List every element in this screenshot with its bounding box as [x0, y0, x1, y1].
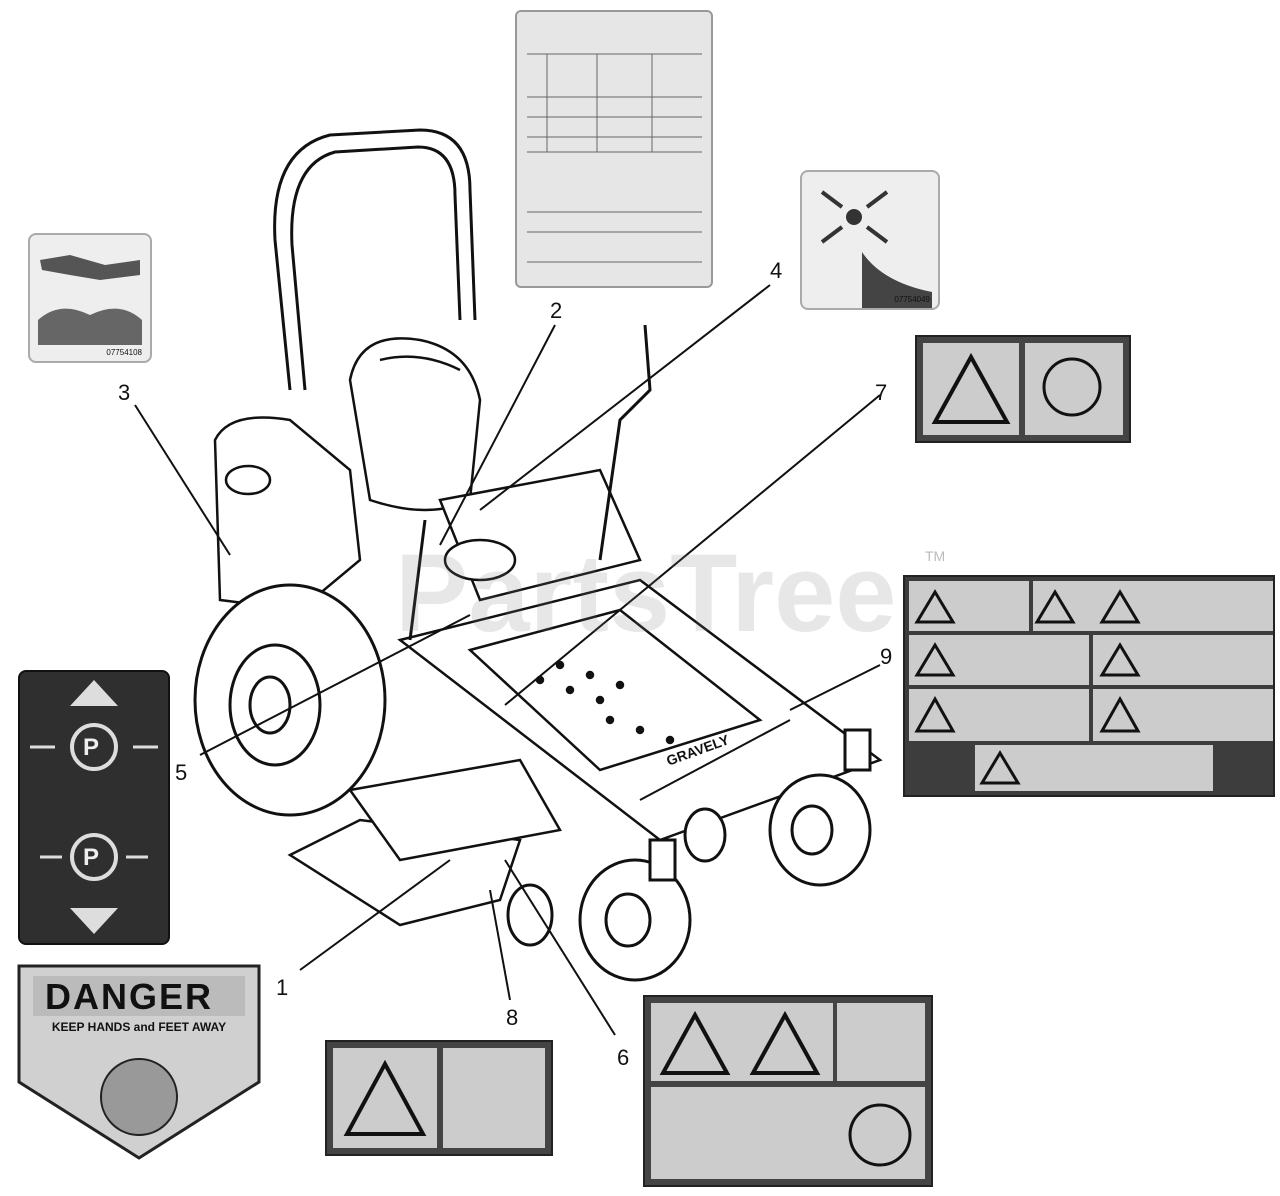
- callout-6: 6: [617, 1045, 630, 1070]
- safety-symbols-grid: [909, 581, 1273, 791]
- warning-decal-6: [643, 995, 933, 1187]
- seat: [348, 337, 482, 512]
- warning-triangle-icon: [923, 343, 1123, 435]
- danger-title: DANGER: [45, 976, 214, 1017]
- callout-1: 1: [276, 975, 289, 1000]
- rear-wheel: [193, 583, 387, 817]
- parking-symbol-top: P: [83, 734, 100, 761]
- callout-5: 5: [175, 760, 188, 785]
- danger-decal: DANGER KEEP HANDS and FEET AWAY: [15, 962, 263, 1162]
- mower-deck: [287, 758, 562, 927]
- parking-symbol-bottom: P: [83, 844, 100, 871]
- warning-decal-9: [903, 575, 1275, 797]
- watermark: PartsTree: [395, 532, 897, 655]
- frame: [397, 578, 883, 842]
- part-code: 07754108: [106, 348, 142, 357]
- callout-4: 4: [770, 258, 783, 283]
- callout-9: 9: [880, 644, 893, 669]
- safety-symbols-6: [651, 1003, 925, 1179]
- callout-2: 2: [550, 298, 563, 323]
- deck-hazard-icon: [333, 1048, 545, 1148]
- maintenance-chart-decal: [515, 10, 713, 288]
- maintenance-chart-grid: [527, 53, 702, 263]
- callout-8: 8: [506, 1005, 519, 1030]
- control-levers: [408, 324, 652, 641]
- danger-decal-shape: [17, 964, 261, 1160]
- callout-3: 3: [118, 380, 131, 405]
- part-code: 07754049: [894, 295, 930, 304]
- trademark-mark: TM: [925, 548, 946, 564]
- front-caster-wheels: [506, 728, 872, 982]
- callout-7: 7: [875, 380, 888, 405]
- warning-decal-7: [915, 335, 1131, 443]
- fan-hazard-icon: [820, 190, 932, 308]
- roll-bar: [273, 128, 477, 391]
- danger-subtitle: KEEP HANDS and FEET AWAY: [51, 1020, 227, 1034]
- parking-brake-decal: P P: [18, 670, 170, 945]
- parking-brake-arrows: [30, 680, 158, 934]
- rotating-fan-decal: 07754049: [800, 170, 940, 310]
- hand-burn-icon: [38, 255, 142, 345]
- hot-surface-decal: 07754108: [28, 233, 152, 363]
- callout-leader-lines: [134, 284, 881, 1036]
- warning-decal-8: [325, 1040, 553, 1156]
